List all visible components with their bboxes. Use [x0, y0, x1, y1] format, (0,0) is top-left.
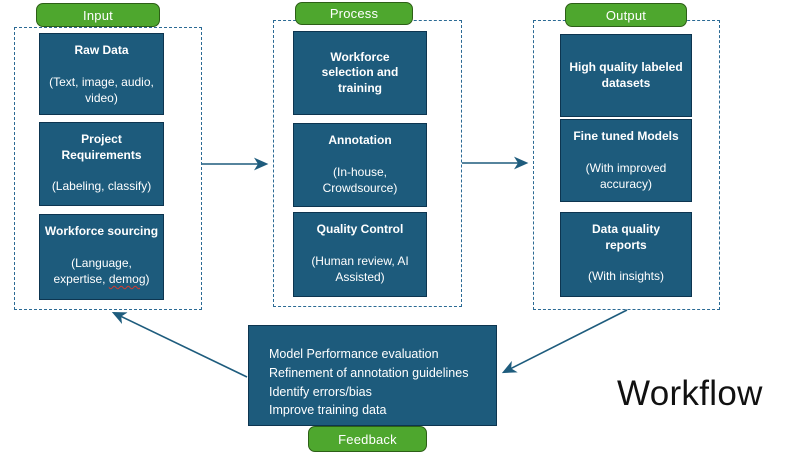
box-quality-control: Quality Control (Human review, AI Assist…	[293, 212, 427, 297]
input-column-container: Raw Data (Text, image, audio, video) Pro…	[14, 27, 202, 310]
box-data-quality-reports-title: Data quality reports	[591, 222, 660, 252]
box-raw-data: Raw Data (Text, image, audio, video)	[39, 33, 164, 115]
diagram-title: Workflow	[617, 374, 763, 413]
box-annotation-title: Annotation	[328, 133, 392, 147]
feedback-line-3: Identify errors/bias	[269, 384, 372, 399]
box-raw-data-subtitle: (Text, image, audio, video)	[49, 74, 154, 105]
box-annotation-subtitle: (In-house, Crowdsource)	[322, 164, 398, 195]
stage-label-process: Process	[295, 2, 413, 25]
feedback-line-2: Refinement of annotation guidelines	[269, 365, 469, 380]
box-workforce-sourcing: Workforce sourcing (Language, expertise,…	[39, 214, 164, 300]
stage-label-feedback: Feedback	[308, 426, 427, 452]
box-workforce-selection: Workforce selection and training	[293, 31, 427, 115]
feedback-line-1: Model Performance evaluation	[269, 347, 439, 361]
stage-label-input-text: Input	[83, 7, 113, 23]
subtitle-misspelled-word: demog	[108, 271, 146, 286]
stage-label-input: Input	[36, 3, 160, 27]
subtitle-suffix: )	[145, 271, 150, 286]
stage-label-output: Output	[565, 3, 687, 27]
box-project-requirements-subtitle: (Labeling, classify)	[51, 179, 152, 194]
box-fine-tuned-models: Fine tuned Models (With improved accurac…	[560, 119, 692, 202]
box-raw-data-title: Raw Data	[74, 43, 129, 57]
box-data-quality-reports: Data quality reports (With insights)	[560, 212, 692, 297]
box-project-requirements-title: Project Requirements	[61, 132, 142, 162]
process-column-container: Workforce selection and training Annotat…	[273, 20, 462, 307]
box-workforce-sourcing-subtitle: (Language, expertise, demog)	[44, 255, 159, 287]
arrow-feedback-to-input	[111, 311, 248, 378]
box-annotation: Annotation (In-house, Crowdsource)	[293, 123, 427, 207]
box-labeled-datasets: High quality labeled datasets	[560, 34, 692, 117]
arrow-output-to-feedback	[501, 309, 628, 374]
feedback-line-4: Improve training data	[269, 403, 387, 418]
box-data-quality-reports-subtitle: (With insights)	[587, 269, 664, 284]
box-workforce-selection-title: Workforce selection and training	[321, 49, 399, 95]
subtitle-prefix: (Language, expertise,	[53, 255, 132, 286]
stage-label-output-text: Output	[605, 7, 647, 23]
stage-label-feedback-text: Feedback	[338, 431, 397, 447]
box-quality-control-subtitle: (Human review, AI Assisted)	[311, 253, 409, 284]
box-fine-tuned-models-title: Fine tuned Models	[573, 129, 679, 143]
box-fine-tuned-models-subtitle: (With improved accuracy)	[585, 160, 667, 191]
stage-label-process-text: Process	[329, 6, 379, 21]
box-quality-control-title: Quality Control	[316, 222, 404, 236]
box-workforce-sourcing-title: Workforce sourcing	[44, 224, 159, 238]
box-labeled-datasets-title: High quality labeled datasets	[569, 59, 683, 90]
feedback-box: Model Performance evaluation Refinement …	[248, 325, 497, 426]
box-project-requirements: Project Requirements (Labeling, classify…	[39, 122, 164, 206]
output-column-container: High quality labeled datasets Fine tuned…	[533, 20, 720, 310]
